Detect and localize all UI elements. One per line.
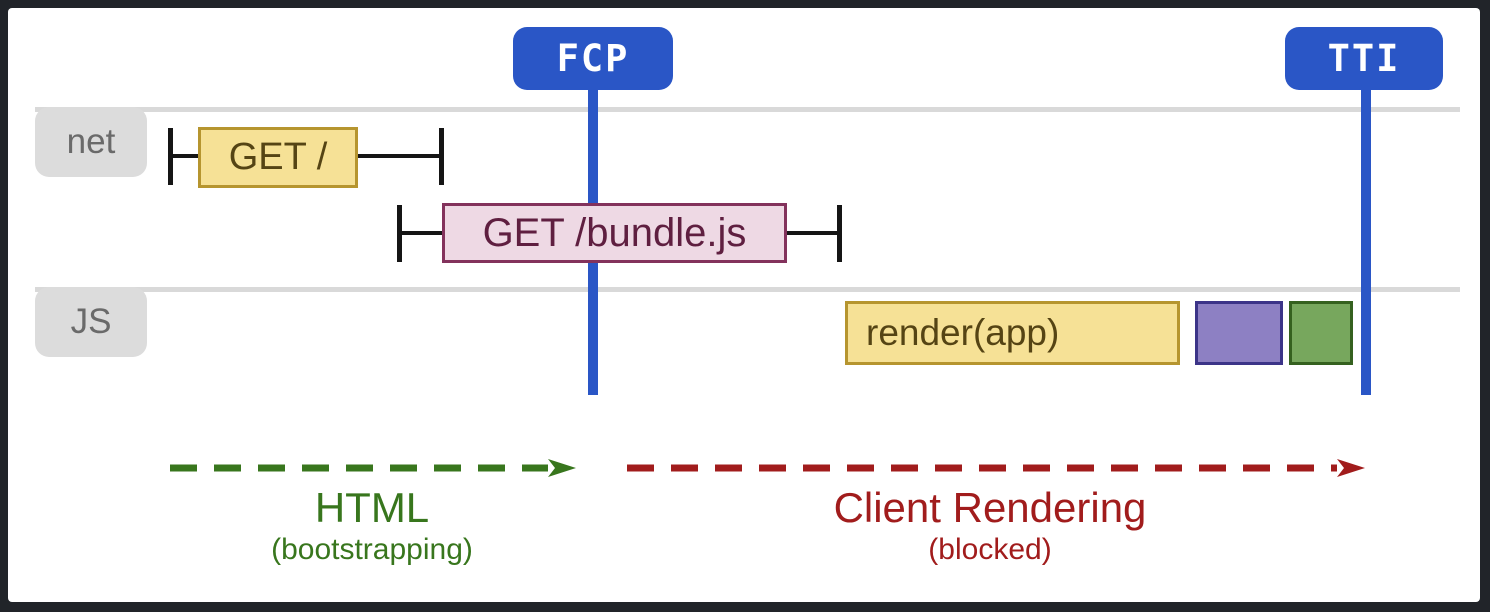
net-lane-line [35,107,1460,112]
fcp-badge: FCP [513,27,673,90]
client-phase-subtitle: (blocked) [928,533,1052,566]
get-root-tick-right [439,128,444,185]
html-phase-subtitle: (bootstrapping) [271,533,473,566]
get-bundle-tick-left [397,205,402,262]
get-root-bar: GET / [198,127,358,188]
client-phase-title: Client Rendering [833,484,1147,531]
tti-line [1361,88,1371,395]
js-lane-line [35,287,1460,292]
get-root-conn-left [172,154,200,158]
js-lane-label: JS [35,287,147,357]
get-bundle-tick-right [837,205,842,262]
html-phase-title: HTML [314,484,430,531]
render-app-bar: render(app) [845,301,1180,365]
html-arrowhead-icon [548,459,576,477]
get-bundle-conn-left [401,231,443,235]
net-lane-label: net [35,107,147,177]
client-arrowhead-icon [1337,459,1365,477]
get-bundle-bar: GET /bundle.js [442,203,787,263]
tti-badge: TTI [1285,27,1443,90]
js-task-purple [1195,301,1283,365]
client-phase-arrow [627,459,1365,477]
get-bundle-conn-right [787,231,838,235]
js-task-green [1289,301,1353,365]
get-root-tick-left [168,128,173,185]
get-root-conn-right [358,154,440,158]
html-phase-arrow [170,459,576,477]
